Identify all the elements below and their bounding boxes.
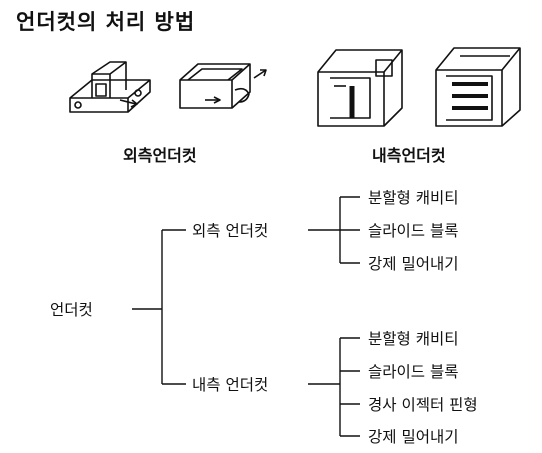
internal-undercut-grooves-illustration bbox=[435, 47, 521, 127]
tree-leaf: 분할형 캐비티 bbox=[368, 189, 459, 207]
internal-undercut-caption: 내측언더컷 bbox=[372, 146, 446, 165]
internal-undercut-part-illustration bbox=[317, 49, 403, 127]
tree-branch-internal: 내측 언더컷 bbox=[192, 376, 269, 394]
tree-leaf: 강제 밀어내기 bbox=[368, 255, 459, 273]
page-title: 언더컷의 처리 방법 bbox=[16, 10, 196, 34]
tree-leaf: 경사 이젝터 핀형 bbox=[368, 396, 478, 414]
tree-leaf: 강제 밀어내기 bbox=[368, 428, 459, 446]
tree-leaf: 슬라이드 블록 bbox=[368, 363, 459, 381]
tree-connectors bbox=[132, 196, 360, 437]
tree-root: 언더컷 bbox=[50, 301, 93, 319]
external-undercut-box-illustration bbox=[179, 63, 267, 109]
external-undercut-caption: 외측언더컷 bbox=[123, 146, 197, 165]
external-undercut-part-illustration bbox=[69, 61, 151, 113]
tree-branch-external: 외측 언더컷 bbox=[192, 222, 269, 240]
tree-leaf: 분할형 캐비티 bbox=[368, 330, 459, 348]
tree-leaf: 슬라이드 블록 bbox=[368, 222, 459, 240]
